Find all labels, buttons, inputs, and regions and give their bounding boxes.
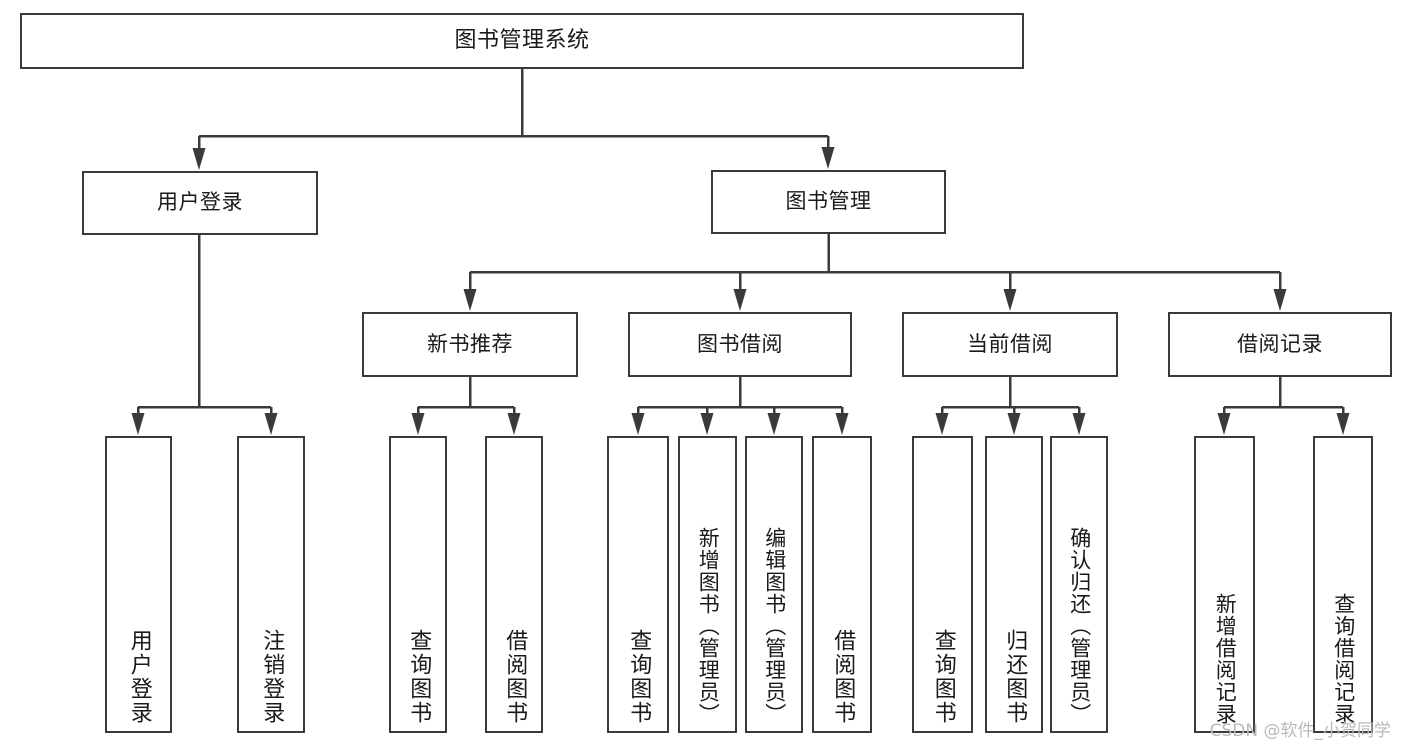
leaf-borrow-book-2[interactable]: 借阅图书 [812,436,872,733]
leaf-add-record[interactable]: 新增借阅记录 [1194,436,1255,733]
leaf-query-book-2[interactable]: 查询图书 [607,436,669,733]
leaf-logout[interactable]: 注销登录 [237,436,305,733]
leaf-borrow-book-1[interactable]: 借阅图书 [485,436,543,733]
leaf-add-record-label: 新增借阅记录 [1213,593,1238,725]
node-book-borrow[interactable]: 图书借阅 [628,312,852,377]
leaf-query-record[interactable]: 查询借阅记录 [1313,436,1373,733]
leaf-user-login[interactable]: 用户登录 [105,436,172,733]
leaf-user-login-label: 用户登录 [126,629,152,725]
leaf-add-book-label: 新增图书（管理员） [696,527,721,725]
node-new-book-recommend[interactable]: 新书推荐 [362,312,578,377]
node-book-manage-label: 图书管理 [785,189,872,214]
node-user-login-label: 用户登录 [157,190,243,215]
node-borrow-record-label: 借阅记录 [1237,331,1323,356]
leaf-return-book-label: 归还图书 [1002,629,1028,725]
node-root-label: 图书管理系统 [454,27,590,53]
node-book-borrow-label: 图书借阅 [697,331,783,356]
leaf-query-book-3-label: 查询图书 [930,629,956,725]
leaf-return-book[interactable]: 归还图书 [985,436,1043,733]
leaf-query-record-label: 查询借阅记录 [1331,593,1356,725]
leaf-edit-book[interactable]: 编辑图书（管理员） [745,436,803,733]
leaf-query-book-1-label: 查询图书 [406,629,432,725]
leaf-add-book[interactable]: 新增图书（管理员） [678,436,737,733]
node-current-borrow-label: 当前借阅 [967,331,1053,356]
node-root[interactable]: 图书管理系统 [20,13,1024,69]
leaf-borrow-book-1-label: 借阅图书 [502,629,528,725]
leaf-logout-label: 注销登录 [259,629,285,725]
leaf-edit-book-label: 编辑图书（管理员） [762,527,787,725]
node-new-book-recommend-label: 新书推荐 [427,331,513,356]
leaf-query-book-2-label: 查询图书 [626,629,652,725]
node-book-manage[interactable]: 图书管理 [711,170,946,234]
leaf-confirm-return-label: 确认归还（管理员） [1067,527,1092,725]
node-borrow-record[interactable]: 借阅记录 [1168,312,1392,377]
watermark: CSDN @软件_小贺同学 [1209,721,1391,741]
leaf-borrow-book-2-label: 借阅图书 [830,629,856,725]
leaf-query-book-1[interactable]: 查询图书 [389,436,447,733]
leaf-query-book-3[interactable]: 查询图书 [912,436,973,733]
leaf-confirm-return[interactable]: 确认归还（管理员） [1050,436,1108,733]
node-current-borrow[interactable]: 当前借阅 [902,312,1118,377]
node-user-login[interactable]: 用户登录 [82,171,318,235]
